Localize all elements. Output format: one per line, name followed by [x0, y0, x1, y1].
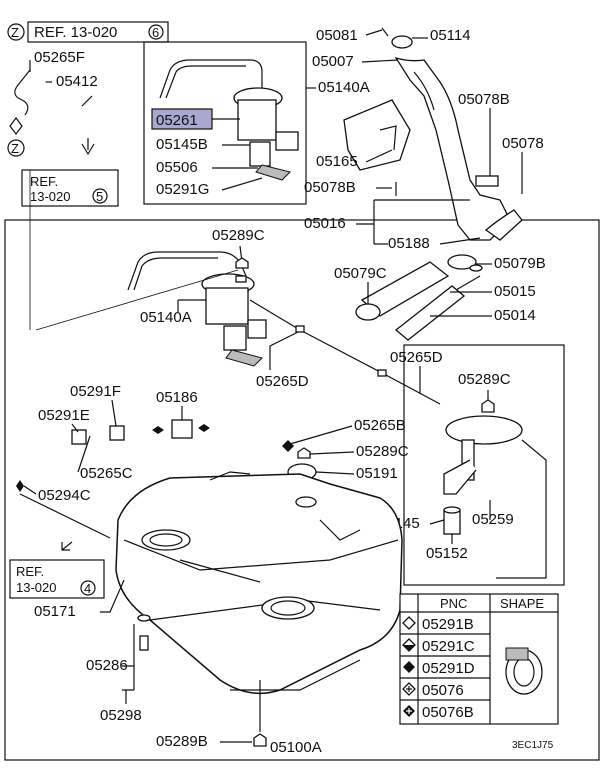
label-05079C: 05079C: [334, 265, 387, 282]
sender-detail-frame: [403, 344, 565, 586]
legend-header-shape: SHAPE: [500, 596, 544, 611]
label-05286: 05286: [86, 657, 128, 674]
svg-text:REF.: REF.: [30, 174, 58, 189]
vapor-tube-left: [16, 419, 317, 492]
pump-detail-frame: [143, 41, 307, 205]
label-05298: 05298: [100, 707, 142, 724]
label-05261: 05261: [156, 112, 198, 129]
label-05289C-a: 05289C: [212, 227, 265, 244]
label-05265B: 05265B: [354, 417, 406, 434]
label-05014: 05014: [494, 307, 536, 324]
label-05016: 05016: [304, 215, 346, 232]
label-05078: 05078: [502, 135, 544, 152]
label-05506: 05506: [156, 159, 198, 176]
label-05152: 05152: [426, 545, 468, 562]
fuel-pump-detail: [159, 59, 299, 181]
label-05291F: 05291F: [70, 383, 121, 400]
main-frame: [4, 219, 600, 761]
label-05289B: 05289B: [156, 733, 208, 750]
ref-5-tag[interactable]: REF. 13-020 5: [21, 169, 119, 207]
label-05078B-a: 05078B: [458, 91, 510, 108]
label-05015: 05015: [494, 283, 536, 300]
label-05114: 05114: [430, 27, 471, 44]
footer-code: 3EC1J75: [512, 740, 554, 751]
svg-text:13-020: 13-020: [16, 580, 56, 595]
legend-row-3: 05291D: [422, 660, 475, 677]
svg-text:Z: Z: [11, 25, 19, 40]
fuel-sender-unit: [443, 415, 523, 535]
legend-header-pnc: PNC: [440, 596, 467, 611]
svg-text:13-020: 13-020: [30, 189, 70, 204]
label-05265D-a: 05265D: [256, 373, 309, 390]
legend-row-5: 05076B: [422, 704, 474, 721]
svg-text:4: 4: [84, 581, 91, 596]
filler-neck: [343, 27, 523, 341]
label-05078B-b: 05078B: [304, 179, 356, 196]
label-05140A: 05140A: [140, 309, 192, 326]
label-05294C: 05294C: [38, 487, 91, 504]
label-05412: 05412: [56, 73, 98, 90]
label-05291E: 05291E: [38, 407, 90, 424]
fuel-pump-assembly: [127, 251, 441, 405]
legend-row-2: 05291C: [422, 638, 475, 655]
label-05081: 05081: [316, 27, 358, 44]
fuel-tank: [115, 471, 403, 695]
svg-text:Z: Z: [11, 141, 19, 156]
label-05265F: 05265F: [34, 49, 85, 66]
label-05079B: 05079B: [494, 255, 546, 272]
label-05265C: 05265C: [80, 465, 133, 482]
label-05289C-b: 05289C: [458, 371, 511, 388]
hose-05265F: Z: [7, 69, 31, 157]
label-05140A-top: 05140A: [318, 79, 370, 96]
label-05145B: 05145B: [156, 136, 208, 153]
label-05191: 05191: [356, 465, 398, 482]
label-05100A: 05100A: [270, 739, 322, 756]
svg-text:REF. 13-020: REF. 13-020: [34, 24, 117, 41]
filled-diamond-icon: [403, 661, 415, 673]
pnc-shape-legend: PNC SHAPE 05291B 05291C 05291D 05076 050…: [399, 593, 559, 725]
hose-clamp-icon: [505, 647, 543, 695]
legend-row-4: 05076: [422, 682, 464, 699]
label-05007: 05007: [312, 53, 354, 70]
ref-6-tag[interactable]: Z REF. 13-020 6: [7, 21, 169, 43]
label-05265D-b: 05265D: [390, 349, 443, 366]
label-05171: 05171: [34, 603, 76, 620]
ref-4-tag[interactable]: REF. 13-020 4: [9, 559, 105, 599]
svg-text:REF.: REF.: [16, 564, 44, 579]
legend-row-1: 05291B: [422, 616, 474, 633]
label-05188: 05188: [388, 235, 430, 252]
label-05186: 05186: [156, 389, 198, 406]
label-05259: 05259: [472, 511, 514, 528]
svg-text:6: 6: [152, 25, 159, 40]
label-05291G: 05291G: [156, 181, 209, 198]
label-05289C-c: 05289C: [356, 443, 409, 460]
label-05165: 05165: [316, 153, 358, 170]
svg-text:5: 5: [96, 189, 103, 204]
open-diamond-icon: [402, 616, 416, 630]
